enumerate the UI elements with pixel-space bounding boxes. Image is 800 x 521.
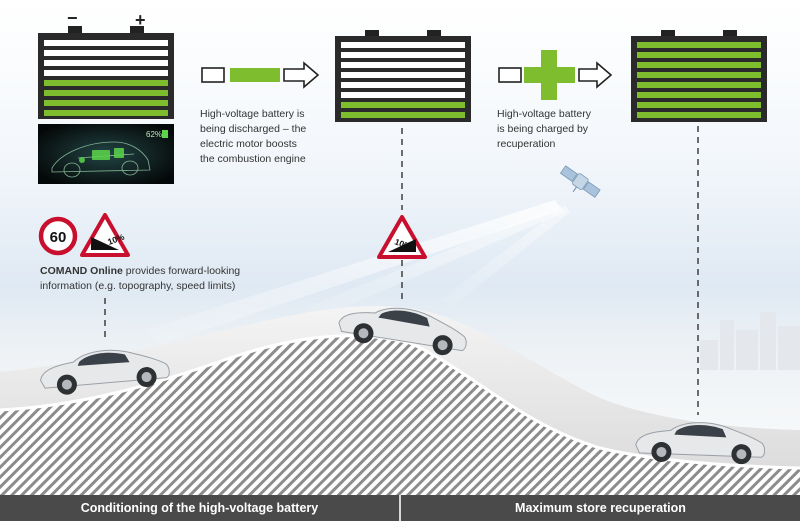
city-skyline [700, 312, 800, 370]
gradient-sign-middle: 10% [377, 215, 427, 259]
caption-charge: High-voltage battery is being charged by… [497, 108, 591, 150]
car-left [40, 349, 170, 395]
plus-cross-icon [524, 50, 575, 100]
minus-sign: − [67, 14, 78, 28]
car-right [635, 422, 766, 465]
dashed-guides [104, 126, 699, 415]
road-band [0, 306, 800, 470]
plus-sign: + [135, 14, 146, 30]
gradient-sign-left: 10% [80, 213, 130, 257]
footer-left-label: Conditioning of the high-voltage battery [80, 501, 319, 515]
speed-limit-sign: 60 [38, 216, 78, 256]
footer-right-label: Maximum store recuperation [515, 501, 686, 515]
footer-bar: Conditioning of the high-voltage battery… [0, 495, 800, 521]
display-readout: 62% [146, 130, 162, 139]
comand-brand: COMAND Online [40, 265, 123, 277]
charge-flow-arrow [498, 50, 613, 100]
satellite-beams [145, 200, 570, 345]
caption-discharge: High-voltage battery is being discharged… [200, 108, 307, 165]
satellite-icon [559, 165, 601, 198]
caption-comand: COMAND Online provides forward-looking i… [40, 265, 241, 292]
cockpit-display: 62% [38, 124, 174, 184]
speed-limit-value: 60 [50, 229, 67, 246]
car-middle [338, 307, 467, 356]
minus-bar-icon [230, 68, 280, 82]
battery-left: − + [38, 14, 174, 119]
footer-divider [399, 495, 401, 521]
hatched-ground [0, 335, 800, 495]
discharge-flow-arrow [201, 61, 320, 89]
battery-middle [335, 30, 471, 122]
battery-right [631, 30, 767, 122]
